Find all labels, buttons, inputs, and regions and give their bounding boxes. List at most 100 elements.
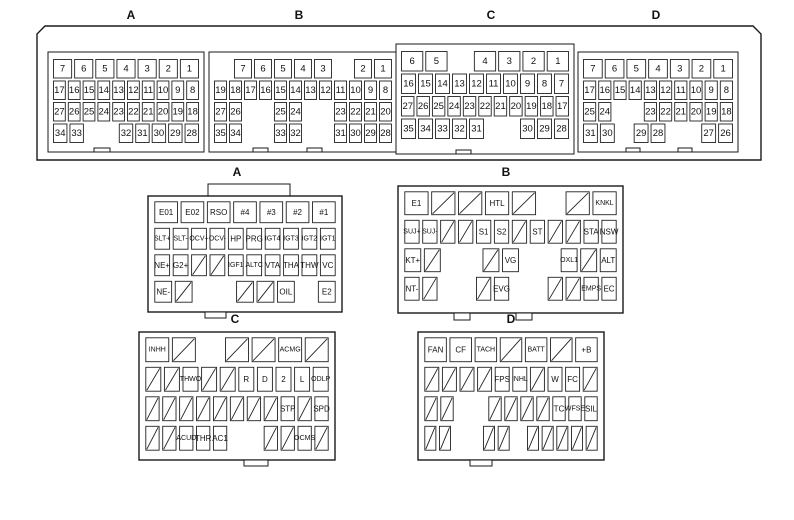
pin-number: 35	[215, 128, 226, 139]
pin-cell	[493, 96, 508, 117]
terminal-label: INHL	[512, 376, 528, 383]
unused-slash	[483, 249, 499, 271]
unused-slash	[528, 427, 538, 450]
terminal-label: FC	[567, 375, 578, 384]
pin-cell	[540, 96, 554, 117]
pin-number: 3	[144, 63, 149, 74]
pin-cell	[598, 80, 612, 100]
pin-cell	[520, 118, 535, 139]
unused-slash	[247, 397, 260, 420]
pin-number: 3	[507, 56, 512, 67]
pin-cell	[416, 96, 430, 117]
terminal-label: HP	[230, 234, 241, 243]
pin-number: 32	[121, 128, 132, 139]
terminal-label: CF	[455, 345, 466, 354]
top-block-notch	[625, 147, 641, 153]
pin-number: 6	[260, 63, 265, 74]
terminal-cell	[238, 366, 255, 392]
pin-number: 20	[511, 101, 522, 112]
terminal-label: IGT1	[320, 235, 336, 242]
pin-number: 1	[555, 56, 560, 67]
pin-number: 6	[612, 63, 617, 74]
pin-number: 32	[454, 123, 465, 134]
pin-number: 1	[187, 63, 192, 74]
pin-cell	[171, 80, 185, 100]
pin-number: 27	[215, 106, 226, 117]
terminal-label: R	[243, 375, 249, 384]
unused-slash	[163, 397, 176, 420]
pin-number: 19	[173, 106, 184, 117]
top-header-c: C	[487, 8, 496, 22]
pin-cell	[704, 102, 718, 122]
unused-slash	[572, 427, 582, 450]
terminal-label: TC	[554, 404, 565, 413]
pin-number: 14	[437, 78, 448, 89]
terminal-label: INHH	[149, 346, 166, 353]
pin-cell	[469, 73, 484, 94]
terminal-label: OCMS	[294, 435, 315, 442]
terminal-cell	[404, 191, 429, 216]
pin-number: 34	[230, 128, 241, 139]
pin-cell	[229, 80, 242, 100]
terminal-label: AC1	[212, 434, 228, 443]
unused-slash	[489, 397, 501, 420]
unused-slash	[521, 397, 533, 420]
pin-cell	[498, 51, 521, 72]
terminal-cell	[422, 219, 438, 244]
pin-number: 9	[368, 85, 373, 96]
pin-cell	[689, 102, 703, 122]
pin-cell	[401, 51, 424, 72]
pin-cell	[598, 102, 612, 122]
pin-number: 11	[143, 85, 153, 96]
pin-number: 30	[522, 123, 533, 134]
pin-number: 8	[190, 85, 195, 96]
terminal-cell	[317, 280, 336, 303]
pin-cell	[349, 80, 362, 100]
terminal-label: ACUD	[176, 435, 196, 442]
pin-cell	[254, 59, 272, 79]
terminal-cell	[145, 337, 170, 363]
pin-cell	[648, 59, 668, 79]
terminal-cell	[256, 366, 273, 392]
terminal-label: ALTC	[246, 262, 263, 269]
unused-slash	[441, 397, 453, 420]
unused-slash	[583, 368, 597, 391]
pin-cell	[274, 80, 287, 100]
unused-slash	[210, 255, 225, 275]
terminal-cell	[529, 219, 545, 244]
terminal-cell	[182, 366, 199, 392]
terminal-label: IGT3	[283, 235, 299, 242]
terminal-label: G2+	[173, 261, 189, 270]
unused-slash	[175, 282, 192, 302]
pin-cell	[171, 102, 185, 122]
unused-slash	[226, 338, 248, 362]
pin-cell	[628, 80, 642, 100]
pin-number: 25	[584, 106, 595, 117]
unused-slash	[484, 427, 494, 450]
pin-number: 34	[420, 123, 431, 134]
pin-number: 27	[703, 128, 714, 139]
top-block-notch	[677, 147, 693, 153]
terminal-label: IGT2	[302, 235, 318, 242]
terminal-label: S2	[497, 227, 507, 236]
top-block-notch	[455, 149, 472, 155]
pin-cell	[274, 59, 292, 79]
pin-cell	[141, 102, 155, 122]
pin-number: 6	[409, 56, 414, 67]
pin-cell	[214, 123, 227, 143]
pin-number: 21	[365, 106, 376, 117]
terminal-label: ACMG	[280, 346, 301, 353]
pin-cell	[289, 123, 302, 143]
pin-number: 29	[170, 128, 181, 139]
pin-number: 35	[403, 123, 414, 134]
pin-cell	[452, 73, 467, 94]
terminal-label: ST	[532, 227, 542, 236]
pin-number: 11	[676, 85, 686, 96]
pin-cell	[401, 118, 416, 139]
terminal-label: STA	[584, 227, 600, 236]
pin-cell	[334, 123, 347, 143]
